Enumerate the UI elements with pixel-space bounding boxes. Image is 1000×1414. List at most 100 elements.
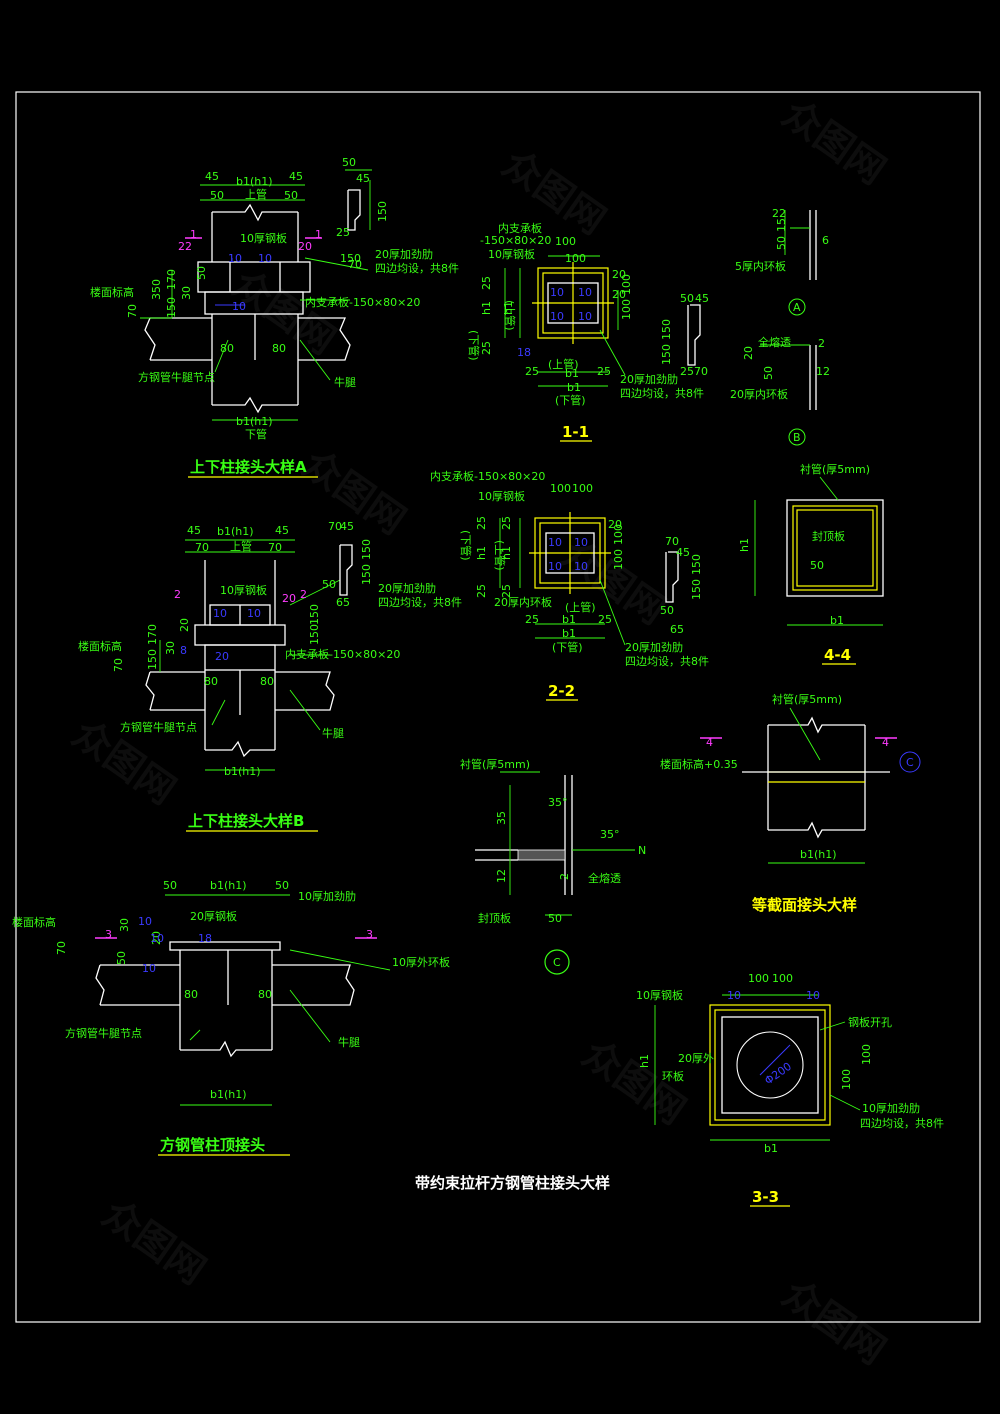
stiffener-label: 10厚加劲肋 — [862, 1101, 920, 1115]
dim-label: 70 — [694, 365, 708, 378]
dim-label: 80 — [184, 988, 198, 1001]
dim-label: 25 — [500, 516, 513, 530]
bracket-node-label: 方钢管牛腿节点 — [65, 1026, 142, 1040]
stiffener-label: 10厚加劲肋 — [298, 889, 356, 903]
dim-label: 100 — [550, 482, 571, 495]
joint-a-view: 45 45 50 50 b1(h1) 上管 b1(h1) 下管 10厚钢板 20… — [90, 156, 459, 478]
watermark: 众图网 — [95, 1191, 214, 1292]
dim-label: 20 — [150, 931, 163, 945]
dim-label: 20 — [612, 268, 626, 281]
watermark: 众图网 — [295, 441, 414, 542]
equal-section-view: 衬管(厚5mm) 楼面标高+0.35 b1(h1) C 4 4 等截面接头大样 — [660, 692, 921, 914]
section-mark: 2 — [300, 588, 307, 601]
section-mark: 4 — [882, 736, 889, 749]
equal-section-title: 等截面接头大样 — [752, 896, 857, 914]
dim-label: 25 — [525, 613, 539, 626]
joint-b-view: 45 45 70 70 b1(h1) 上管 b1(h1) 10厚钢板 20厚加劲… — [78, 520, 462, 832]
inner-ring-label: 5厚内环板 — [735, 259, 786, 273]
plate-hole-label: 钢板开孔 — [848, 1015, 892, 1029]
dim-label: h1 — [480, 301, 493, 315]
inner-plate-label: 内支承板 — [498, 221, 542, 235]
lower-tube-note: (下管) — [555, 393, 586, 407]
dim-label: 45 — [695, 292, 709, 305]
dim-label: 10 — [578, 310, 592, 323]
inner-ring-label: 20厚内环板 — [494, 595, 552, 609]
dim-label: h1 — [638, 1054, 651, 1068]
dim-label: 25 — [480, 276, 493, 290]
dim-label: 10 — [548, 536, 562, 549]
dim-label: 10 — [578, 286, 592, 299]
section-mark: 1 — [315, 228, 322, 241]
inner-plate-label: 内支承板-150×80×20 — [305, 295, 420, 309]
dim-label: 100 — [860, 1044, 873, 1065]
dim-label: 150 — [660, 319, 673, 340]
dim-label: b1 — [562, 627, 576, 640]
dim-label: 70 — [55, 941, 68, 955]
dim-label: 70 — [268, 541, 282, 554]
dim-label: b1 — [562, 613, 576, 626]
outer-ring-label: 10厚外环板 — [392, 955, 450, 969]
dim-label: 50 — [284, 189, 298, 202]
section-1-1-title: 1-1 — [562, 423, 589, 441]
upper-tube-label: 上管 — [245, 187, 267, 201]
section-2-2-title: 2-2 — [548, 682, 575, 700]
liner-label: 衬管(厚5mm) — [772, 692, 842, 706]
dim-label: 25 — [475, 516, 488, 530]
dim-label: h1 — [475, 546, 488, 560]
dim-label: 45 — [289, 170, 303, 183]
dim-label: 10 — [806, 989, 820, 1002]
dim-label: 10 — [247, 607, 261, 620]
plate-label: 10厚钢板 — [636, 988, 683, 1002]
liner-label: 衬管(厚5mm) — [800, 462, 870, 476]
weld-size: 20 — [298, 240, 312, 253]
upper-tube-note: (上管) — [548, 357, 579, 371]
dim-label: 50 — [762, 366, 775, 380]
dim-label: 30 — [118, 918, 131, 932]
dim-label: 10 — [548, 560, 562, 573]
dim-label: 50 — [810, 559, 824, 572]
dim-label: 50 — [660, 604, 674, 617]
angle-label: 35° — [548, 796, 568, 809]
weld-size: 6 — [822, 234, 829, 247]
dim-label: 45 — [187, 524, 201, 537]
plate-label: 10厚钢板 — [240, 231, 287, 245]
detail-c-mark: C — [553, 956, 561, 969]
dim-label: 150 — [146, 649, 159, 670]
dim-label: 100 — [748, 972, 769, 985]
dim-label: 12 — [816, 365, 830, 378]
dim-label: 150 — [308, 624, 321, 645]
lower-tube-note: (下管) — [459, 530, 473, 561]
dim-label: 10 — [258, 252, 272, 265]
dim-label: 20 — [608, 518, 622, 531]
dim-label: 10 — [138, 915, 152, 928]
dim-label: 65 — [336, 596, 350, 609]
dim-label: 20 — [612, 288, 626, 301]
detail-c-view: 衬管(厚5mm) 35° 35° 35 12 2 全熔透 N 封顶板 50 C — [460, 757, 646, 975]
dim-label: 10 — [150, 932, 164, 945]
dim-label: 50 — [680, 292, 694, 305]
dim-label: 25 — [680, 365, 694, 378]
dim-label: 20 — [215, 650, 229, 663]
floor-level-label: 楼面标高+0.35 — [660, 757, 738, 771]
dim-label: b1 — [764, 1142, 778, 1155]
liner-label: 衬管(厚5mm) — [460, 757, 530, 771]
dim-label: 100 — [620, 274, 633, 295]
weld-size: 20 — [282, 592, 296, 605]
beam-label: 牛腿 — [334, 375, 356, 389]
inner-ring-label: 20厚内环板 — [730, 387, 788, 401]
dim-label: 100 — [565, 252, 586, 265]
dim-label: 150 — [340, 252, 361, 265]
dim-label: b1(h1) — [236, 415, 273, 428]
weld-size: 22 — [178, 240, 192, 253]
dim-label: 150 — [308, 604, 321, 625]
dim-label: 150 — [660, 344, 673, 365]
dim-label: 100 — [612, 524, 625, 545]
stiffener-note: 四边均设，共8件 — [625, 655, 709, 668]
dim-label: 50 — [195, 266, 208, 280]
upper-tube-note: (上管) — [565, 600, 596, 614]
dim-label: 45 — [356, 172, 370, 185]
dim-label: 50 — [342, 156, 356, 169]
dim-label: 25 — [480, 341, 493, 355]
full-penetration-label: 全熔透 — [758, 335, 791, 349]
dim-label: 25 — [597, 365, 611, 378]
